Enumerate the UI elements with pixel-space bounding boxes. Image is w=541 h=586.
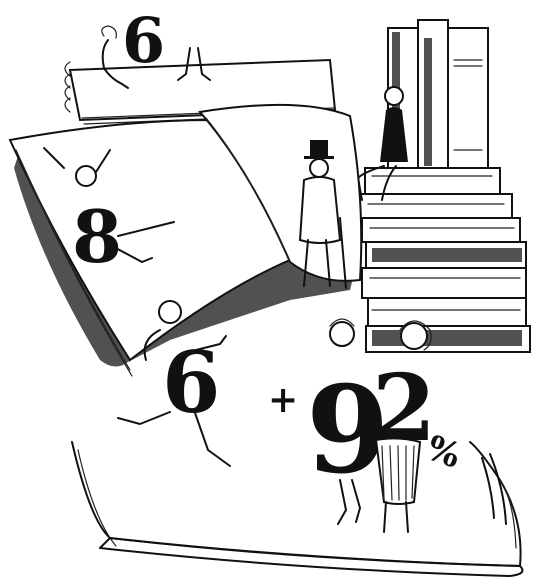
plus-sign: + bbox=[268, 379, 298, 421]
numeral-book-eight: 8 bbox=[72, 194, 122, 279]
numeral-top-six: 6 bbox=[122, 4, 165, 77]
sitting-girl bbox=[357, 86, 408, 201]
running-boy: 6 bbox=[117, 300, 231, 467]
top-hat-gentleman bbox=[298, 140, 347, 289]
girl-with-two: 2 bbox=[372, 320, 436, 533]
figure-with-eight: 8 bbox=[43, 147, 175, 279]
girl-with-nine: 9 bbox=[306, 318, 390, 525]
numeral-girl-nine: 9 bbox=[306, 360, 390, 501]
numeral-runner-six: 6 bbox=[162, 333, 220, 432]
curled-paper-sheet bbox=[71, 441, 524, 577]
figure-with-top-six: 6 bbox=[101, 4, 211, 89]
